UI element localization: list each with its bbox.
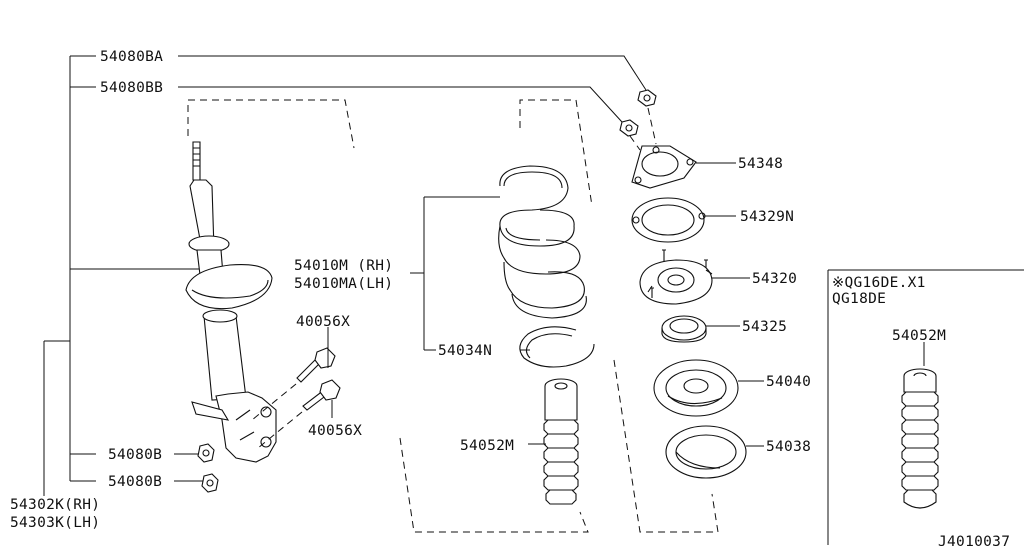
label-54010M-rh: 54010M (RH): [294, 258, 393, 274]
label-54052M: 54052M: [460, 438, 514, 454]
strut-assembly: [185, 141, 277, 463]
inset-label-54052M: 54052M: [892, 328, 946, 344]
label-40056X-b: 40056X: [308, 423, 362, 439]
upper-insulator: [631, 197, 706, 243]
label-54038: 54038: [766, 439, 811, 455]
inset-engine-line2: QG18DE: [832, 291, 886, 307]
label-40056X-a: 40056X: [296, 314, 350, 330]
nut-top-b: [619, 119, 639, 137]
label-54080BA: 54080BA: [100, 49, 163, 65]
label-54303K-lh: 54303K(LH): [10, 515, 100, 531]
left-leader-tree: [43, 55, 647, 496]
label-54325: 54325: [742, 319, 787, 335]
bump-stop: [543, 378, 579, 505]
strut-mount: [639, 249, 713, 305]
bump-stop-alt: [901, 368, 939, 509]
label-54302K-rh: 54302K(RH): [10, 497, 100, 513]
spring-rubber-seat: [519, 326, 595, 368]
label-54080BB: 54080BB: [100, 80, 163, 96]
inset-panel: [827, 269, 1024, 545]
nut-top-a: [637, 89, 657, 107]
strut-bearing: [661, 315, 707, 343]
upper-rubber-seat: [665, 425, 747, 479]
bolt-lower: [302, 379, 341, 411]
label-54080B-a: 54080B: [108, 447, 162, 463]
label-54034N: 54034N: [438, 343, 492, 359]
label-54348: 54348: [738, 156, 783, 172]
top-plate: [631, 145, 697, 189]
upper-spring-seat: [653, 359, 739, 417]
label-54329N: 54329N: [740, 209, 794, 225]
nut-lower-a: [197, 443, 215, 463]
bolt-upper: [296, 347, 336, 383]
label-54040: 54040: [766, 374, 811, 390]
nut-lower-b: [201, 473, 219, 493]
coil-spring: [498, 165, 587, 319]
label-54010MA-lh: 54010MA(LH): [294, 276, 393, 292]
label-54320: 54320: [752, 271, 797, 287]
diagram-code: J4010037: [938, 534, 1010, 550]
label-54080B-b: 54080B: [108, 474, 162, 490]
inset-engine-line1: ※QG16DE.X1: [832, 275, 926, 291]
